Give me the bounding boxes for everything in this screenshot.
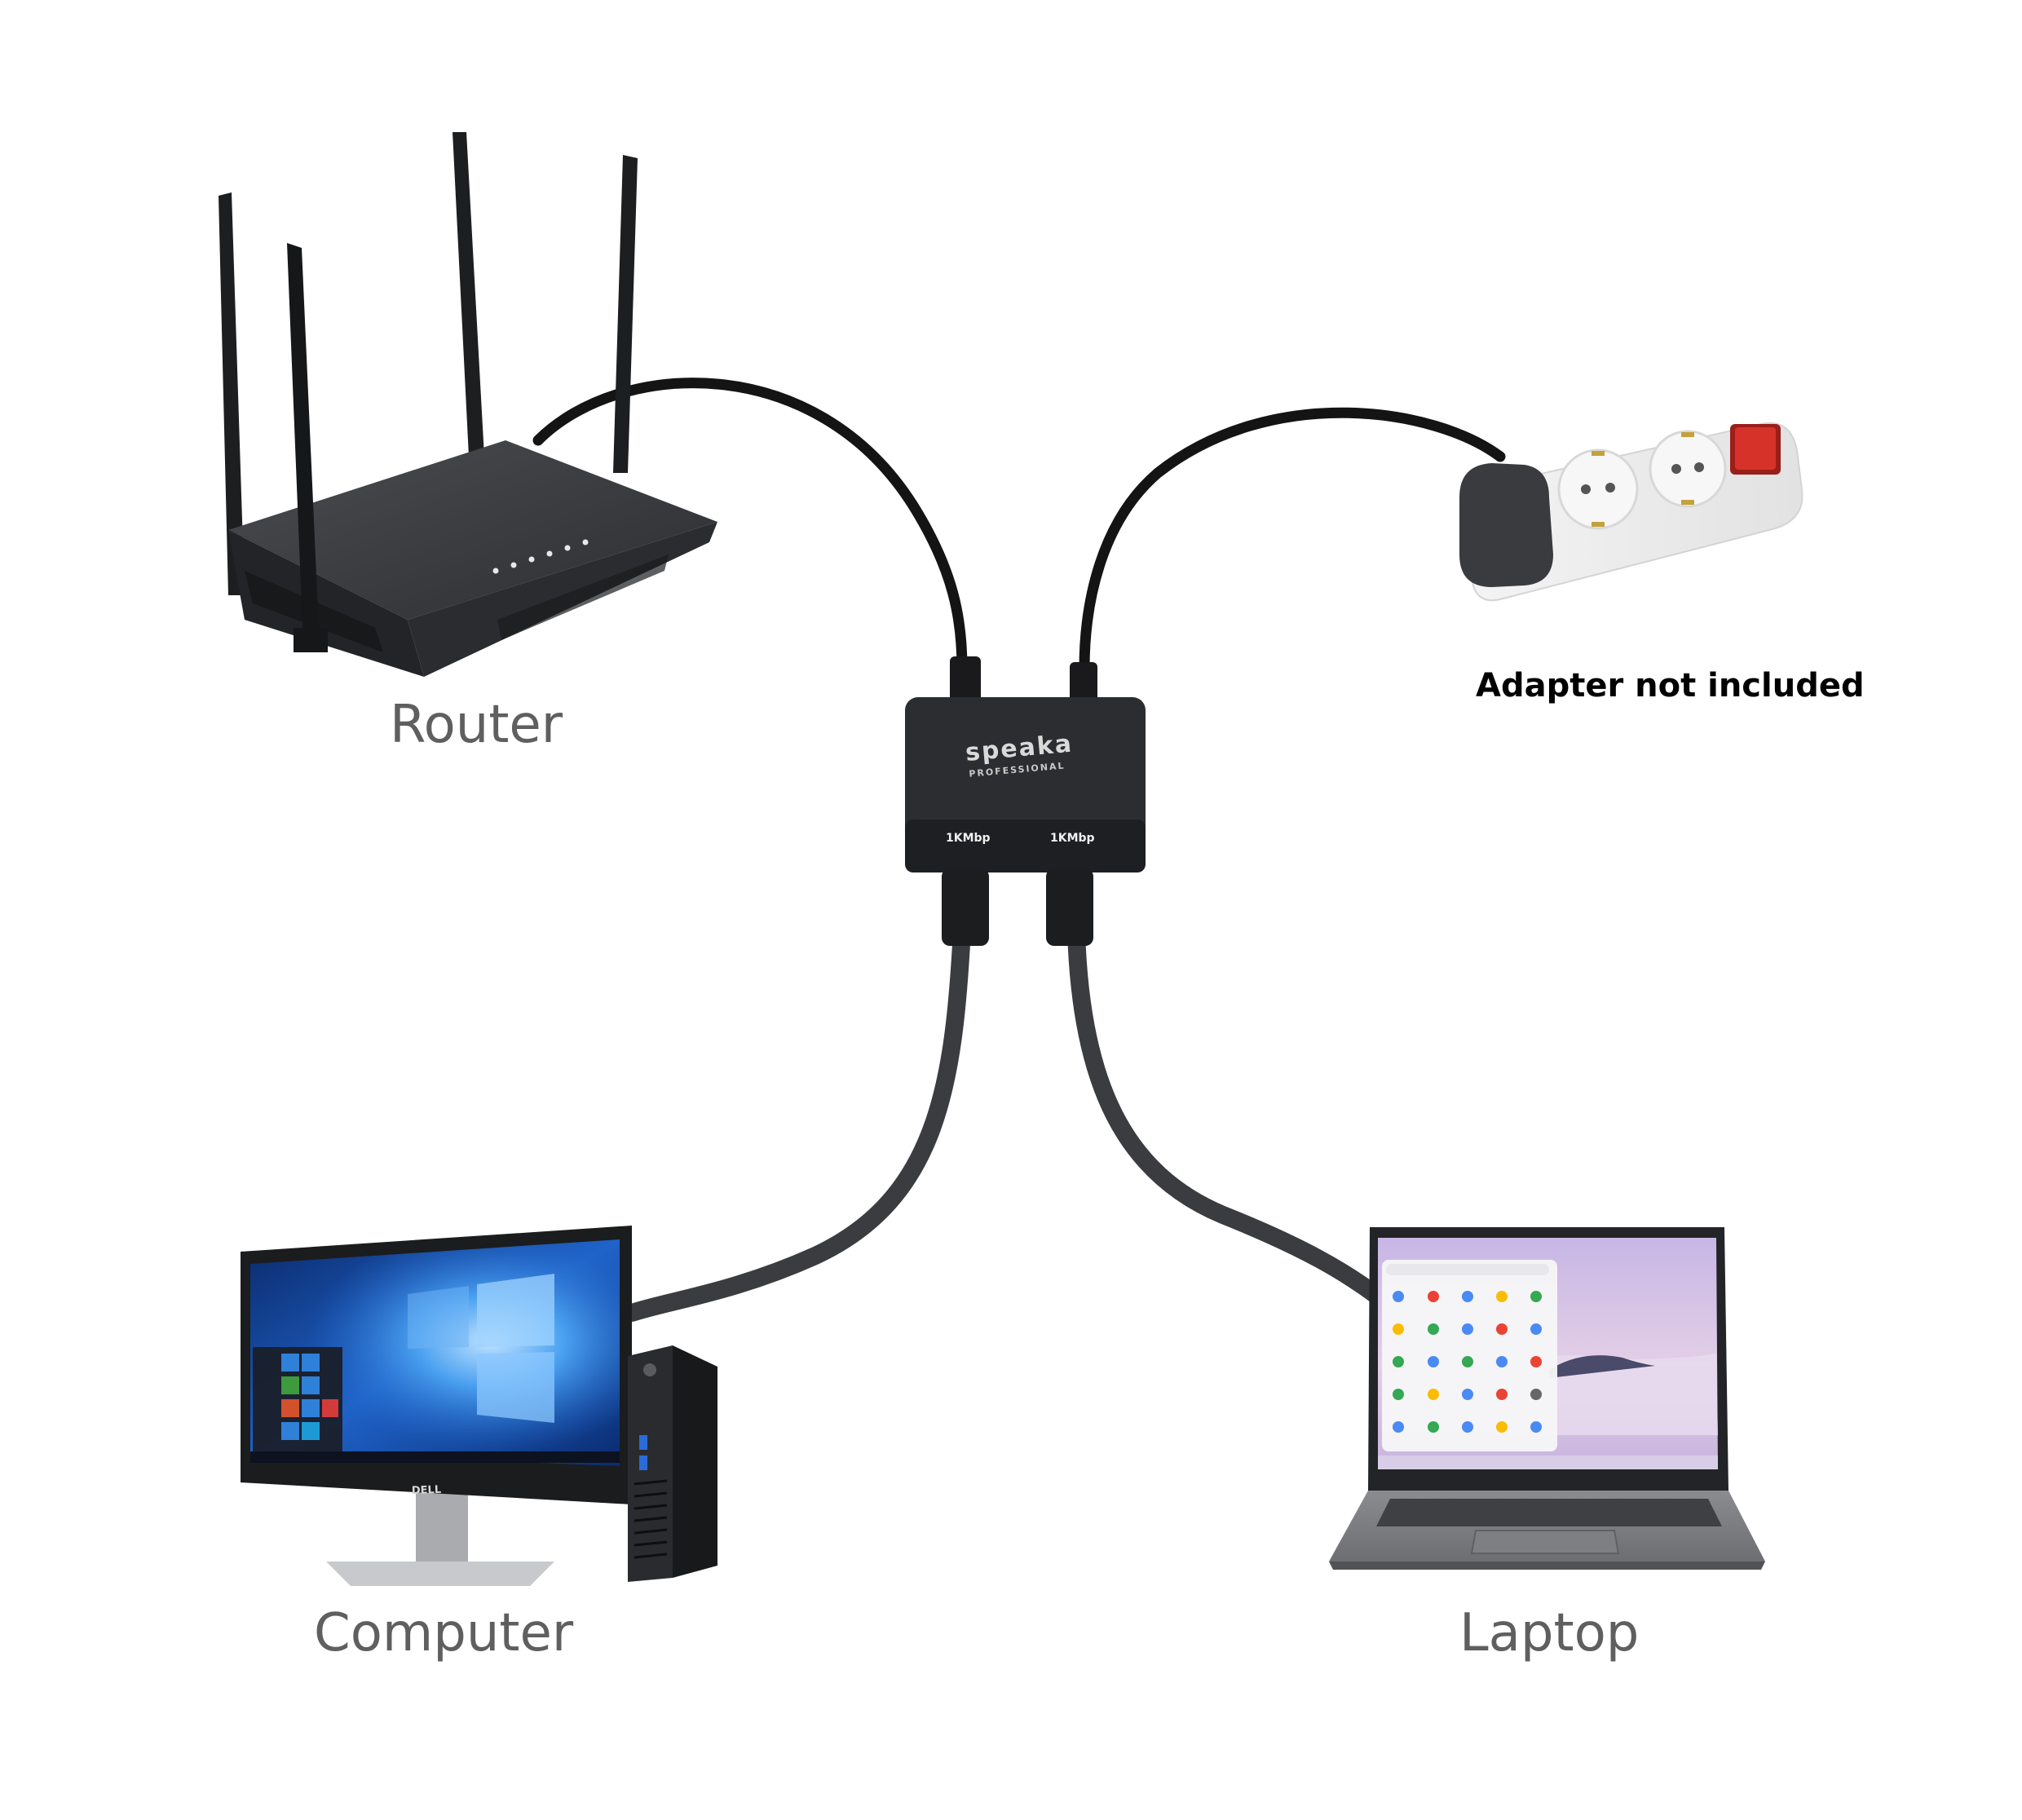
- splitter-plug-bottom-left: [942, 868, 989, 946]
- adapter-note: Adapter not included: [1476, 667, 1865, 705]
- laptop: [1329, 1227, 1765, 1570]
- pc-power-button: [643, 1363, 656, 1376]
- router: [219, 132, 717, 677]
- antenna-back-center: [453, 132, 484, 457]
- launcher-app-grid: [1393, 1291, 1542, 1433]
- monitor-stand-base: [326, 1562, 554, 1586]
- port-left-label: 1KMbp: [946, 832, 991, 845]
- desktop-computer: DELL: [241, 1226, 717, 1586]
- pc-usb-port-2: [639, 1456, 647, 1470]
- pc-tower-side: [673, 1345, 717, 1578]
- computer-label: Computer: [314, 1603, 574, 1663]
- power-strip: [1459, 422, 1803, 602]
- laptop-label: Laptop: [1459, 1603, 1640, 1663]
- launcher-search-box: [1386, 1264, 1549, 1275]
- router-status-leds: [492, 539, 589, 574]
- antenna-front-left-hinge: [294, 628, 328, 652]
- splitter-plug-top-right: [1070, 662, 1097, 703]
- pc-tower-vents: [634, 1479, 668, 1559]
- router-body-top: [228, 440, 717, 620]
- antenna-back-right: [613, 155, 638, 473]
- app-launcher: [1382, 1260, 1557, 1451]
- laptop-touchpad: [1470, 1530, 1620, 1554]
- pc-usb-port-1: [639, 1435, 647, 1450]
- power-plug: [1459, 463, 1553, 587]
- monitor-brand-text: DELL: [412, 1484, 442, 1497]
- power-socket-2: [1649, 430, 1727, 508]
- router-label: Router: [390, 695, 563, 755]
- power-cable: [1079, 407, 1506, 674]
- laptop-screen-mountain: [1549, 1355, 1655, 1378]
- router-vent-right: [497, 554, 669, 640]
- laptop-base-edge: [1329, 1562, 1765, 1570]
- splitter-plug-bottom-right: [1046, 868, 1093, 946]
- splitter-plug-top-left: [950, 656, 981, 705]
- network-splitter: speaka PROFESSIONAL 1KMbp 1KMbp: [905, 656, 1146, 946]
- antenna-front-left: [287, 243, 320, 648]
- power-socket-1: [1557, 448, 1639, 530]
- laptop-cable: [1067, 921, 1387, 1305]
- cables: [532, 378, 1506, 1322]
- antenna-back-left: [219, 192, 245, 595]
- start-menu: [253, 1347, 342, 1460]
- windows-logo-light: [408, 1274, 554, 1423]
- power-switch: [1730, 424, 1781, 475]
- taskbar: [250, 1451, 620, 1463]
- pc-tower-front: [628, 1345, 673, 1582]
- laptop-shelf: [1378, 1456, 1718, 1469]
- port-right-label: 1KMbp: [1050, 832, 1095, 845]
- laptop-keyboard: [1376, 1499, 1722, 1526]
- computer-cable: [623, 921, 971, 1322]
